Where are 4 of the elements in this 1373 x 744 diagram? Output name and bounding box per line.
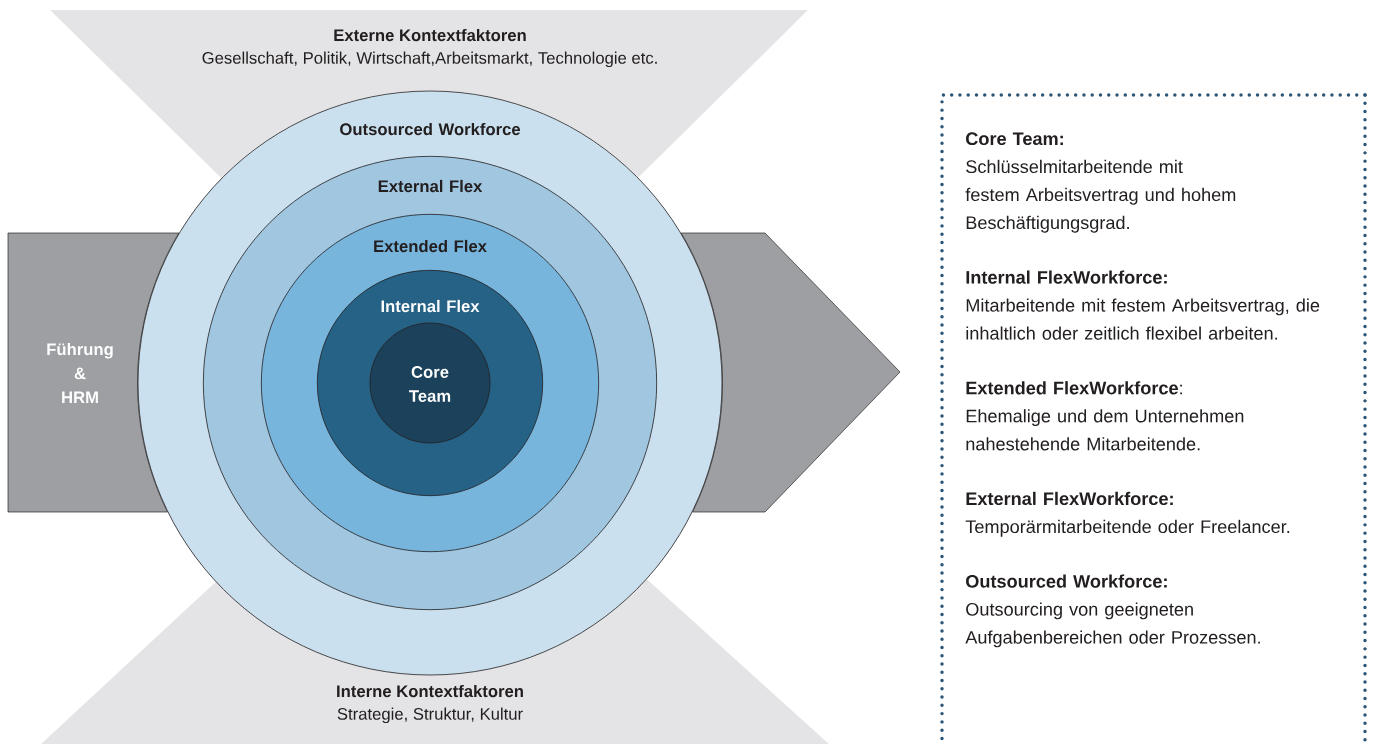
description-panel: Core Team: Schlüsselmitarbeitende mit festem Arbeitsvertrag und hohem Beschäftigungsgrad. Internal FlexWorkforce: Mitarbeitende mit festem Arbeitsvertrag, die inhaltlich oder zeitlich flexibel arbeiten. Extended FlexWorkforce: Ehemalige und dem Unternehmen nahestehende Mitarbeitende. External FlexWorkforce: Temporärmitarbeitende oder Freelancer. Outsourced Workforce: Outsourcing von geeigneten Aufgabenbereichen oder Prozessen. — [940, 93, 1367, 744]
ring: Core Team — [369, 322, 491, 444]
arrow-shape — [680, 232, 901, 513]
side-box: Führung & HRM — [7, 232, 180, 513]
